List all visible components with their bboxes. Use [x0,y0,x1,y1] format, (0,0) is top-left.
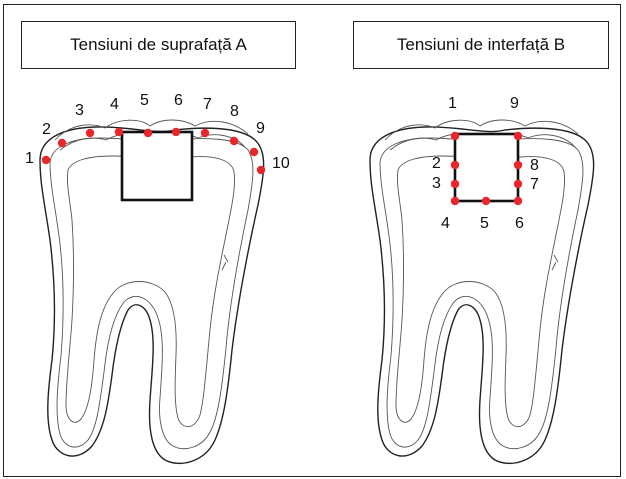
marker-a-1 [42,156,50,164]
marker-a-4 [115,128,123,136]
label-a-7: 7 [203,96,212,113]
label-b-3: 3 [432,175,441,192]
cavity-a [122,132,192,200]
label-b-5: 5 [480,215,489,232]
marker-b-6 [514,197,522,205]
label-a-3: 3 [75,102,84,119]
label-a-6: 6 [174,92,183,109]
label-b-2: 2 [432,155,441,172]
label-b-6: 6 [515,215,524,232]
label-a-1: 1 [25,150,34,167]
marker-a-3 [86,129,94,137]
marker-a-6 [172,128,180,136]
label-b-7: 7 [530,176,539,193]
marker-a-10 [257,166,265,174]
marker-b-2 [451,161,459,169]
marker-a-8 [230,137,238,145]
marker-b-3 [451,180,459,188]
label-a-4: 4 [110,96,119,113]
label-a-5: 5 [140,92,149,109]
marker-b-8 [514,161,522,169]
marker-a-5 [144,129,152,137]
cavity-b [455,134,518,201]
label-a-2: 2 [42,121,51,138]
marker-a-2 [58,139,66,147]
label-a-10: 10 [272,155,290,172]
marker-b-7 [514,180,522,188]
label-b-8: 8 [530,157,539,174]
tooth-a [40,120,264,463]
label-b-1: 1 [448,95,457,112]
label-b-4: 4 [441,215,450,232]
marker-b-5 [482,197,490,205]
marker-b-1 [451,132,459,140]
marker-b-9 [514,132,522,140]
marker-b-4 [451,197,459,205]
label-b-9: 9 [510,95,519,112]
marker-a-9 [250,148,258,156]
label-a-8: 8 [230,103,239,120]
label-a-9: 9 [256,120,265,137]
marker-a-7 [201,129,209,137]
